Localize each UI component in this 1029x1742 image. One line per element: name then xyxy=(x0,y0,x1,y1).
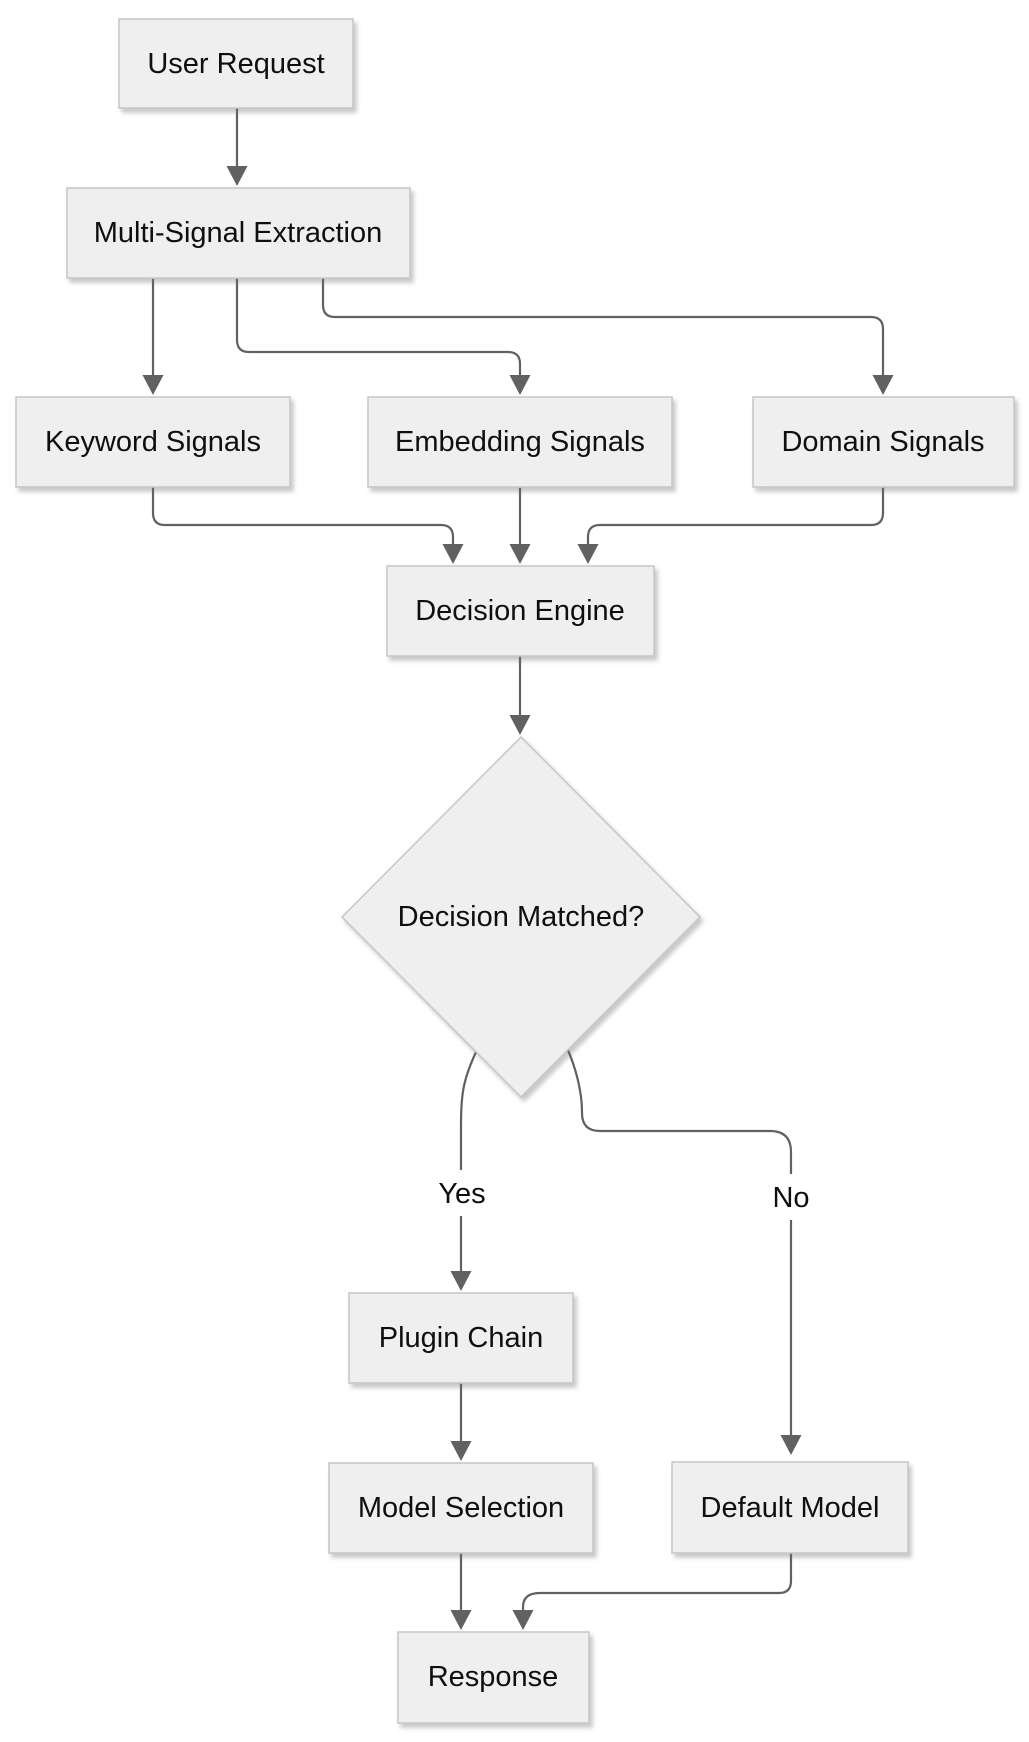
node-decision-engine-box xyxy=(386,565,655,657)
node-user-request-box xyxy=(118,18,354,109)
edge-decision-matched-yes-to-plugin-chain xyxy=(450,1051,477,1291)
node-keyword-signals-box xyxy=(15,396,291,488)
node-decision-matched: Decision Matched? xyxy=(340,735,702,1099)
node-decision-engine-label: Decision Engine xyxy=(415,595,625,627)
node-multi-signal-extraction-box xyxy=(66,187,411,279)
node-plugin-chain-box xyxy=(348,1292,574,1384)
node-plugin-chain-label: Plugin Chain xyxy=(379,1322,543,1354)
edge-default-model-to-response xyxy=(512,1553,793,1630)
edge-label-no: No xyxy=(772,1182,809,1214)
node-user-request: User Request xyxy=(118,18,354,109)
node-default-model: Default Model xyxy=(671,1461,909,1554)
node-embedding-signals-label: Embedding Signals xyxy=(395,426,645,458)
node-keyword-signals-label: Keyword Signals xyxy=(45,426,261,458)
node-default-model-box xyxy=(671,1461,909,1554)
node-response-box xyxy=(397,1631,590,1724)
node-decision-matched-label: Decision Matched? xyxy=(398,901,645,933)
node-model-selection-box xyxy=(328,1462,594,1554)
edge-label-yes: Yes xyxy=(438,1178,485,1210)
edge-label-no-bg xyxy=(762,1174,820,1220)
node-default-model-label: Default Model xyxy=(701,1492,880,1524)
node-decision-engine: Decision Engine xyxy=(386,565,655,657)
node-domain-signals-label: Domain Signals xyxy=(781,426,984,458)
edge-multi-signal-to-embedding-signals xyxy=(235,278,531,395)
node-embedding-signals-box xyxy=(367,396,673,488)
node-embedding-signals: Embedding Signals xyxy=(367,396,673,488)
node-model-selection-label: Model Selection xyxy=(358,1492,564,1524)
edge-domain-signals-to-decision-engine xyxy=(577,487,885,564)
node-multi-signal-extraction-label: Multi-Signal Extraction xyxy=(94,217,383,249)
node-decision-matched-diamond xyxy=(340,735,702,1099)
node-domain-signals-box xyxy=(752,396,1015,488)
edge-multi-signal-to-domain-signals xyxy=(321,278,894,395)
nodes-layer: User Request Multi-Signal Extraction Key… xyxy=(15,18,1015,1724)
node-user-request-label: User Request xyxy=(147,48,324,80)
edge-keyword-signals-to-decision-engine xyxy=(151,487,464,564)
node-plugin-chain: Plugin Chain xyxy=(348,1292,574,1384)
node-response-label: Response xyxy=(428,1661,559,1693)
edges-layer xyxy=(142,108,894,1630)
edge-decision-matched-no-to-default-model xyxy=(565,1047,802,1455)
node-response: Response xyxy=(397,1631,590,1724)
edge-label-yes-bg xyxy=(425,1170,499,1216)
node-multi-signal-extraction: Multi-Signal Extraction xyxy=(66,187,411,279)
edge-labels-layer: Yes No xyxy=(425,1170,820,1220)
node-domain-signals: Domain Signals xyxy=(752,396,1015,488)
node-model-selection: Model Selection xyxy=(328,1462,594,1554)
node-keyword-signals: Keyword Signals xyxy=(15,396,291,488)
